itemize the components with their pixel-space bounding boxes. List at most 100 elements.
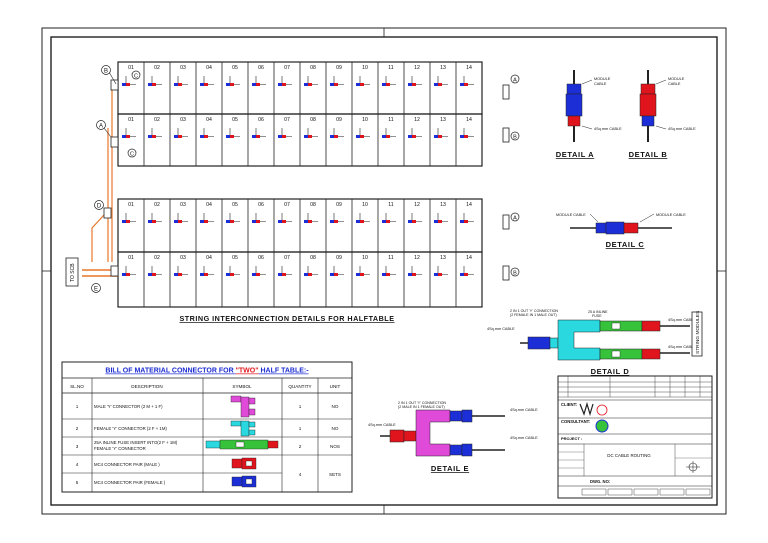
module-number: 03 <box>180 255 186 261</box>
mc4-male-connector <box>464 220 468 223</box>
module-cable-label: MODULE <box>668 77 685 81</box>
inline-fuse-symbol <box>205 439 279 450</box>
callout-d-left: D <box>94 200 104 210</box>
mc4-female-connector <box>304 220 308 223</box>
mc4-male-connector <box>178 220 182 223</box>
module-number: 06 <box>258 202 264 208</box>
bom-title-suffix: HALF TABLE:- <box>259 368 310 375</box>
bom-row-description: 25A INLINE FUSE INSERT INTO(2 F + 1M) <box>94 440 178 445</box>
module-number: 01 <box>128 65 134 71</box>
module-number: 13 <box>440 65 446 71</box>
bom-table: BILL OF MATERIAL CONNECTOR FOR "TWO" HAL… <box>61 361 353 493</box>
mc4-female-connector <box>200 83 204 86</box>
to-next-label: STRING MODULES <box>695 311 701 354</box>
mc4-male-connector <box>334 220 338 223</box>
dc-cable-label: 4Sq.mm CABLE <box>668 127 696 131</box>
module-number: 09 <box>336 117 342 123</box>
bom-row-slno: 1 <box>76 404 79 409</box>
mc4-male-connector <box>334 83 338 86</box>
mc4-male-connector <box>230 83 234 86</box>
mc4-male-connector <box>256 273 260 276</box>
to-scb-label: TO SCB <box>70 263 76 282</box>
bom-title: BILL OF MATERIAL CONNECTOR FOR "TWO" HAL… <box>105 368 309 375</box>
mc4-male-connector <box>204 135 208 138</box>
callout-right-2: B <box>510 131 520 141</box>
mc4-female-connector <box>278 273 282 276</box>
module-number: 02 <box>154 65 160 71</box>
module-number: 12 <box>414 202 420 208</box>
bom-header-slno: SL.NO <box>70 384 84 389</box>
callout-a-left: A <box>96 120 112 138</box>
mc4-female-connector <box>148 273 152 276</box>
detail-b: MODULE CABLE 4Sq.mm CABLE DETAIL B <box>629 70 696 159</box>
mc4-female-connector <box>174 273 178 276</box>
callout-e-left: E <box>91 283 101 293</box>
module-number: 14 <box>466 255 472 261</box>
mc4-female-connector <box>226 83 230 86</box>
mc4-female-symbol <box>231 475 257 488</box>
detail-b-title: DETAIL B <box>629 150 668 159</box>
mc4-female-connector <box>278 220 282 223</box>
dwg-no-label: DWG. NO: <box>590 479 610 484</box>
module-number: 05 <box>232 202 238 208</box>
mc4-male-connector <box>412 220 416 223</box>
bom-title-prefix: BILL OF MATERIAL CONNECTOR FOR <box>105 368 235 375</box>
mc4-male-symbol <box>231 457 257 470</box>
mc4-female-connector <box>382 273 386 276</box>
module-number: 06 <box>258 255 264 261</box>
bom-header-unit: UNIT <box>330 384 341 389</box>
module-number: 09 <box>336 202 342 208</box>
mc4-male-connector <box>438 83 442 86</box>
footer-cells <box>581 488 711 496</box>
module-number: 05 <box>232 255 238 261</box>
callout-right-4: B <box>510 267 520 277</box>
callout-right-1: A <box>510 74 520 84</box>
string-wiring <box>82 79 510 281</box>
module-number: 08 <box>310 117 316 123</box>
module-number: 14 <box>466 202 472 208</box>
to-scb-box: TO SCB <box>65 257 79 287</box>
mc4-male-connector <box>152 135 156 138</box>
module-number: 03 <box>180 202 186 208</box>
detail-a: MODULE CABLE 4Sq.mm CABLE DETAIL A <box>556 70 622 159</box>
fuse-label: 25 A INLINE <box>588 310 608 314</box>
module-number: 06 <box>258 117 264 123</box>
mc4-male-connector <box>334 135 338 138</box>
callout-b-label: B <box>513 134 517 140</box>
module-number: 12 <box>414 117 420 123</box>
mc4-female-connector <box>408 273 412 276</box>
mc4-male-connector <box>438 135 442 138</box>
module-number: 10 <box>362 202 368 208</box>
mc4-female-connector <box>252 83 256 86</box>
callout-e-label: E <box>94 287 98 293</box>
mc4-male-connector <box>308 135 312 138</box>
module-number: 04 <box>206 65 212 71</box>
mc4-female-connector <box>330 135 334 138</box>
module-number: 09 <box>336 255 342 261</box>
consultant-logo <box>595 419 609 433</box>
svg-text:(2 MALE IN 1 FEMALE OUT): (2 MALE IN 1 FEMALE OUT) <box>398 405 445 409</box>
module-number: 01 <box>128 117 134 123</box>
module-cable-label: MODULE CABLE <box>556 213 586 217</box>
module-number: 07 <box>284 255 290 261</box>
male-y-connector-symbol <box>230 395 256 418</box>
svg-text:FUSE: FUSE <box>592 314 602 318</box>
bom-row-slno: 2 <box>76 426 79 431</box>
mc4-male-connector <box>178 83 182 86</box>
mc4-female-connector <box>356 273 360 276</box>
bom-header-symbol: SYMBOL <box>232 384 252 389</box>
mc4-male-connector <box>360 135 364 138</box>
mc4-female-connector <box>148 220 152 223</box>
mc4-male-connector <box>256 220 260 223</box>
mc4-female-connector <box>174 83 178 86</box>
callout-b-top: B <box>101 65 117 85</box>
drawing-title: DC CABLE ROUTING <box>607 453 651 458</box>
mc4-female-connector <box>174 135 178 138</box>
module-number: 06 <box>258 65 264 71</box>
mc4-female-connector <box>148 135 152 138</box>
projection-symbol-icon <box>686 461 700 473</box>
detail-e-title: DETAIL E <box>431 464 469 473</box>
module-number: 11 <box>388 202 393 208</box>
